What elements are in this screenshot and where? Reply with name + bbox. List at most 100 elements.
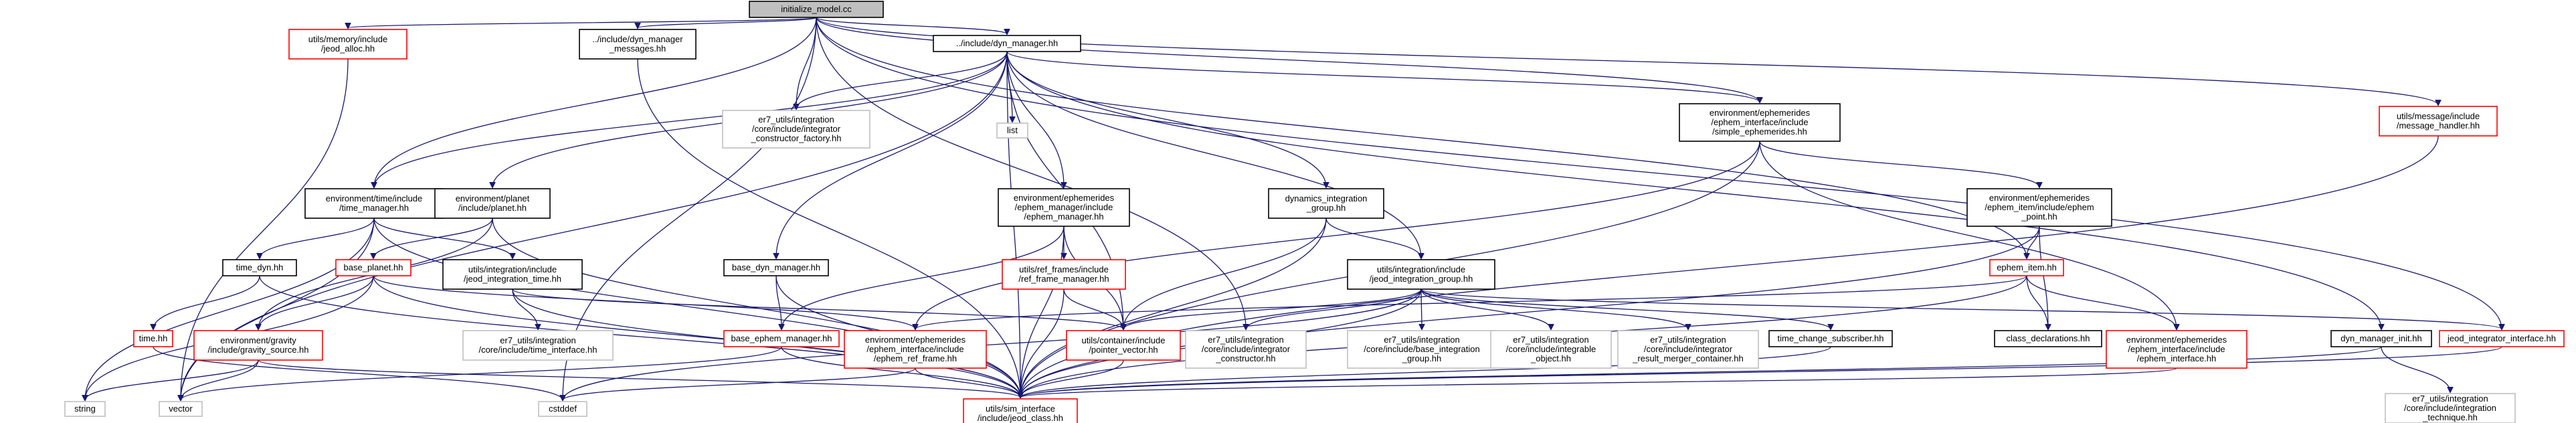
node-base_integ_group[interactable]: er7_utils/integration/core/include/base_… xyxy=(1347,330,1497,369)
node-ref_frame_mgr[interactable]: utils/ref_frames/include/ref_frame_manag… xyxy=(1002,259,1126,290)
node-label-line: environment/ephemerides xyxy=(1014,193,1115,203)
node-dyn_mgr_msgs[interactable]: ../include/dyn_manager_messages.hh xyxy=(579,29,697,60)
node-box xyxy=(1617,330,1759,369)
node-jeod_integ_group[interactable]: utils/integration/include/jeod_integrati… xyxy=(1347,259,1495,290)
node-label-line: environment/time/include xyxy=(326,193,423,203)
edge-gravity_source-to-string xyxy=(85,359,259,400)
node-label-line: /core/include/integrable xyxy=(1506,344,1596,354)
node-label-line: /time_manager.hh xyxy=(339,203,409,213)
node-label-line: /include/jeod_class.hh xyxy=(978,413,1063,423)
node-label-line: _messages.hh xyxy=(609,44,666,54)
edge-time_dyn-to-sim_interface xyxy=(259,275,1020,398)
node-label-line: string xyxy=(74,404,96,414)
node-ephem_ref_frame[interactable]: environment/ephemerides/ephem_interface/… xyxy=(844,330,987,369)
node-message_handler[interactable]: utils/message/include/message_handler.hh xyxy=(2379,106,2498,137)
node-dyn_integ_group[interactable]: dynamics_integration_group.hh xyxy=(1268,188,1384,219)
node-label-line: /ephem_manager/include xyxy=(1015,202,1113,212)
node-string[interactable]: string xyxy=(64,401,106,417)
node-time_manager[interactable]: environment/time/include/time_manager.hh xyxy=(304,188,444,219)
node-ephem_interface[interactable]: environment/ephemerides/ephem_interface/… xyxy=(2106,330,2247,369)
edge-dyn_manager-to-time_manager xyxy=(374,51,1008,187)
edge-jeod_alloc-to-vector xyxy=(181,58,349,400)
edge-dyn_integ_group-to-pointer_vector xyxy=(1123,218,1327,329)
edge-jeod_integ_time-to-er7_time_interface xyxy=(512,288,538,329)
node-label-line: /jeod_alloc.hh xyxy=(321,44,375,54)
node-box xyxy=(304,188,444,219)
node-label-line: utils/integration/include xyxy=(1377,264,1465,274)
node-class_decl[interactable]: class_declarations.hh xyxy=(1994,330,2102,347)
node-time_dyn[interactable]: time_dyn.hh xyxy=(222,259,297,276)
node-cstddef[interactable]: cstddef xyxy=(538,401,587,417)
node-box xyxy=(2330,330,2432,347)
node-box xyxy=(1994,330,2102,347)
node-base_ephem_mgr[interactable]: base_ephem_manager.hh xyxy=(723,330,840,347)
edge-time_change_sub-to-sim_interface xyxy=(1020,346,1831,398)
node-simple_ephem[interactable]: environment/ephemerides/ephem_interface/… xyxy=(1679,103,1841,142)
edge-jeod_integ_group-to-base_integ_group xyxy=(1421,288,1422,329)
node-box xyxy=(288,29,407,60)
edge-root-to-jeod_alloc xyxy=(348,17,817,28)
node-label-line: base_planet.hh xyxy=(344,262,403,272)
node-jeod_integ_iface[interactable]: jeod_integrator_interface.hh xyxy=(2439,330,2565,347)
node-box xyxy=(1679,103,1841,142)
node-integrable_obj[interactable]: er7_utils/integration/core/include/integ… xyxy=(1490,330,1612,369)
node-box xyxy=(1347,259,1495,290)
node-box xyxy=(933,35,1081,52)
node-label-line: dynamics_integration xyxy=(1285,193,1368,203)
node-label-line: environment/planet xyxy=(456,193,530,203)
node-sim_interface[interactable]: utils/sim_interface/include/jeod_class.h… xyxy=(963,398,1078,423)
node-box xyxy=(1268,188,1384,219)
node-base_planet[interactable]: base_planet.hh xyxy=(335,259,411,276)
edge-dyn_mgr_init-to-sim_interface xyxy=(1020,346,2382,398)
edge-time_manager-to-string xyxy=(85,218,375,400)
node-list[interactable]: list xyxy=(996,122,1028,139)
node-box xyxy=(1185,330,1307,369)
node-jeod_alloc[interactable]: utils/memory/include/jeod_alloc.hh xyxy=(288,29,407,60)
node-gravity_source[interactable]: environment/gravity/include/gravity_sour… xyxy=(193,330,323,361)
node-label-line: er7_utils/integration xyxy=(1650,335,1726,345)
edge-jeod_integ_group-to-pointer_vector xyxy=(1123,288,1422,329)
edge-dyn_manager-to-jeod_integ_group xyxy=(1006,51,1421,258)
edge-gravity_source-to-vector xyxy=(181,359,259,400)
edge-root-to-integ_ctor xyxy=(816,17,1246,329)
node-dyn_mgr_init[interactable]: dyn_manager_init.hh xyxy=(2330,330,2432,347)
node-label-line: environment/ephemerides xyxy=(865,335,966,345)
node-ephem_item[interactable]: ephem_item.hh xyxy=(1989,259,2064,276)
node-integ_technique[interactable]: er7_utils/integration/core/include/integ… xyxy=(2385,393,2516,423)
edge-time_manager-to-time_dyn xyxy=(260,218,375,258)
node-result_merger[interactable]: er7_utils/integration/core/include/integ… xyxy=(1617,330,1759,369)
node-ctor_factory[interactable]: er7_utils/integration/core/include/integ… xyxy=(722,110,870,149)
node-box xyxy=(133,330,173,347)
node-box xyxy=(462,330,614,361)
node-box xyxy=(579,29,697,60)
edge-root-to-dyn_manager xyxy=(816,17,1007,34)
node-integ_ctor[interactable]: er7_utils/integration/core/include/integ… xyxy=(1185,330,1307,369)
node-pointer_vector[interactable]: utils/container/include/pointer_vector.h… xyxy=(1066,330,1181,361)
node-label-line: _group.hh xyxy=(1306,203,1346,213)
node-label-line: utils/memory/include xyxy=(308,34,388,44)
node-ephem_point[interactable]: environment/ephemerides/ephem_item/inclu… xyxy=(1966,188,2112,227)
node-time_hh[interactable]: time.hh xyxy=(133,330,173,347)
edge-root-to-ephem_item xyxy=(816,17,2027,258)
edge-jeod_integ_group-to-result_merger xyxy=(1420,288,1688,329)
node-base_dyn_mgr[interactable]: base_dyn_manager.hh xyxy=(723,259,829,276)
node-root[interactable]: initialize_model.cc xyxy=(749,1,884,18)
edge-root-to-message_handler xyxy=(816,17,2438,105)
edge-root-to-dyn_mgr_msgs xyxy=(638,17,817,28)
node-dyn_manager[interactable]: ../include/dyn_manager.hh xyxy=(933,35,1081,52)
node-vector[interactable]: vector xyxy=(159,401,203,417)
edge-simple_ephem-to-ephem_point xyxy=(1759,141,2039,187)
node-planet[interactable]: environment/planet/include/planet.hh xyxy=(434,188,551,219)
edge-base_dyn_mgr-to-base_ephem_mgr xyxy=(775,275,781,329)
node-label-line: er7_utils/integration xyxy=(758,114,834,124)
node-time_change_sub[interactable]: time_change_subscriber.hh xyxy=(1768,330,1893,347)
node-box xyxy=(1989,259,2064,276)
node-box xyxy=(64,401,106,417)
node-jeod_integ_time[interactable]: utils/integration/include/jeod_integrati… xyxy=(442,259,583,290)
node-er7_time_interface[interactable]: er7_utils/integration/core/include/time_… xyxy=(462,330,614,361)
node-label-line: /ephem_ref_frame.hh xyxy=(874,353,957,363)
node-box xyxy=(749,1,884,18)
edge-ephem_item-to-ephem_ref_frame xyxy=(915,275,2027,329)
node-ephem_manager[interactable]: environment/ephemerides/ephem_manager/in… xyxy=(998,188,1130,227)
